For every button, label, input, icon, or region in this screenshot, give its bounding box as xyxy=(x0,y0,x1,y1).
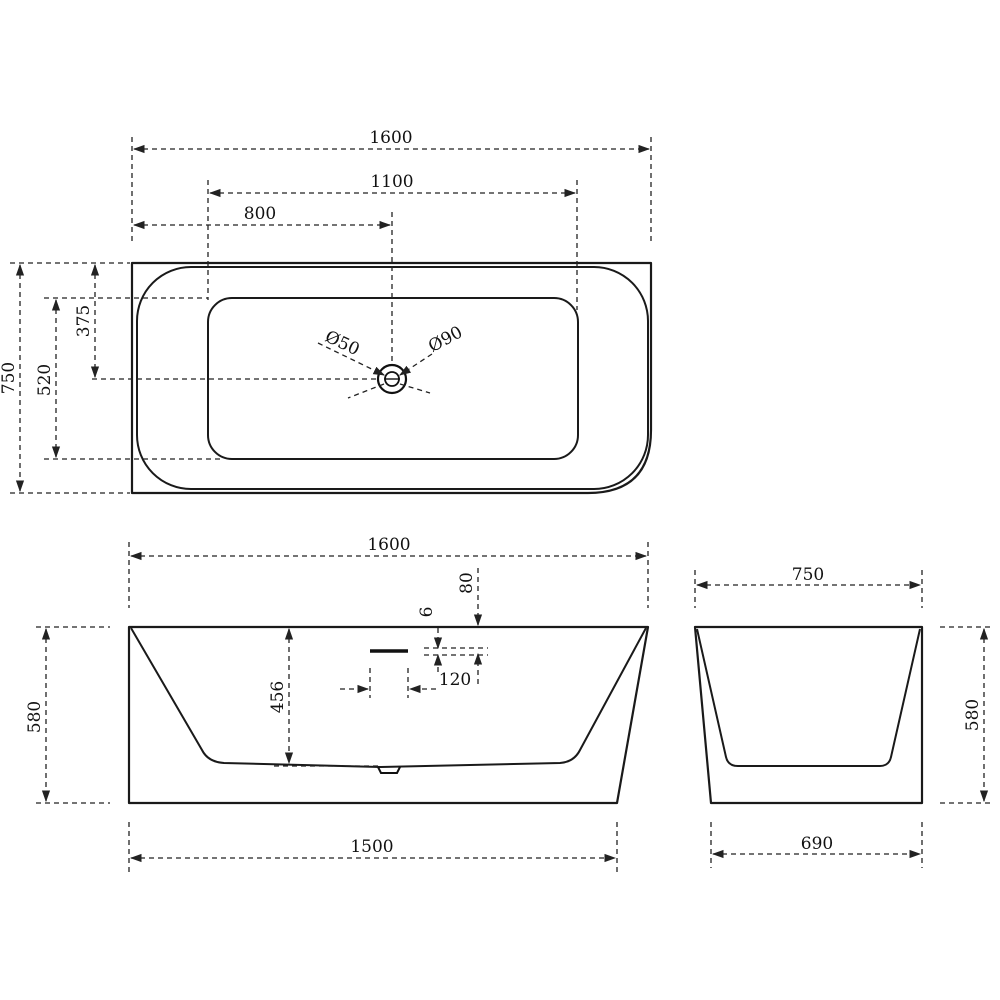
leader-dia-90-in xyxy=(399,353,433,376)
top-view: 1600 1100 800 750 520 375 Ø50 Ø90 xyxy=(0,128,653,495)
dim-label-inner-depth: 456 xyxy=(268,681,288,713)
dim-label-side-top-width: 750 xyxy=(792,565,824,585)
front-view-body xyxy=(127,625,650,805)
dim-label-overflow-slot-width: 120 xyxy=(439,670,471,690)
top-view-outer-rim xyxy=(130,261,653,495)
dim-label-drain-from-left: 800 xyxy=(244,204,276,224)
dim-label-drain-large: Ø90 xyxy=(425,322,466,356)
leader-dia-out-left xyxy=(347,383,385,399)
dim-label-length: 1600 xyxy=(369,128,412,148)
drain-icon xyxy=(376,363,408,395)
dim-label-side-height: 580 xyxy=(963,699,983,731)
top-view-basin-floor xyxy=(207,297,579,460)
front-drain-icon xyxy=(377,766,401,774)
dim-label-overflow-slot-height: 6 xyxy=(417,607,437,618)
dim-label-overflow-offset: 80 xyxy=(457,572,477,594)
dim-label-side-bottom-width: 690 xyxy=(801,834,833,854)
dim-label-drain-from-top: 375 xyxy=(74,305,94,337)
side-view-basin xyxy=(696,628,921,767)
front-view-basin xyxy=(130,627,647,769)
dim-label-drain-to-right: 1100 xyxy=(370,172,413,192)
dim-label-front-length: 1600 xyxy=(367,535,410,555)
leader-dia-50-in xyxy=(317,342,386,376)
leader-dia-out-right xyxy=(399,383,431,394)
dim-label-width: 750 xyxy=(0,362,19,394)
side-view-body xyxy=(693,625,924,805)
top-view-bowl-rim xyxy=(136,266,649,490)
dim-label-front-bottom-length: 1500 xyxy=(350,837,393,857)
dim-label-front-height: 580 xyxy=(25,701,45,733)
front-view: 1600 1500 580 456 80 6 120 xyxy=(25,535,650,874)
dim-label-drain-small: Ø50 xyxy=(322,327,363,360)
dim-label-inner-width: 520 xyxy=(35,364,55,396)
side-view: 750 690 580 xyxy=(693,565,992,868)
